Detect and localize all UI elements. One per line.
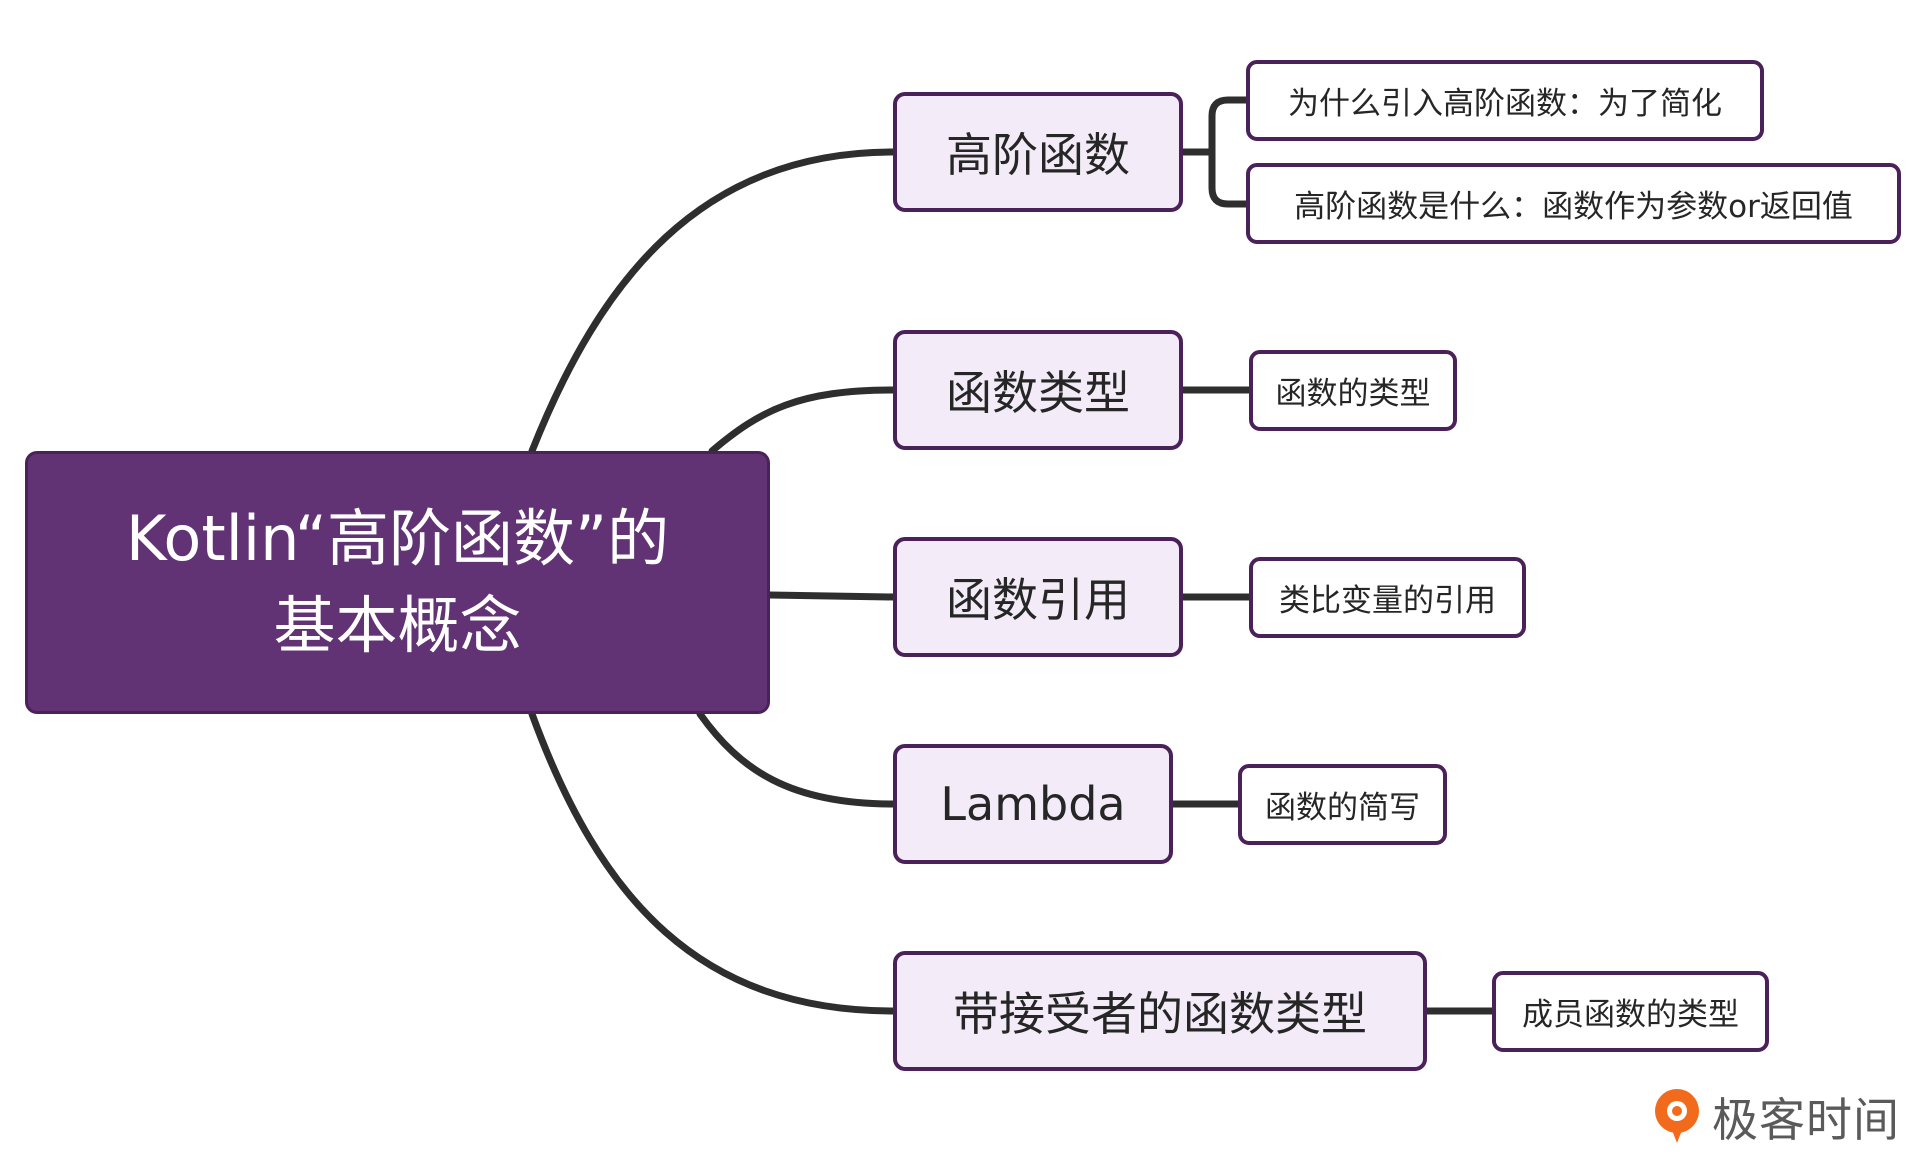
leaf-node-why-high-order: 为什么引入高阶函数：为了简化 <box>1246 60 1764 141</box>
leaf-node-function-shorthand: 函数的简写 <box>1238 764 1447 845</box>
leaf-label: 为什么引入高阶函数：为了简化 <box>1288 86 1722 122</box>
leaf-node-analogy-variable-reference: 类比变量的引用 <box>1249 557 1526 638</box>
root-topic: Kotlin“高阶函数”的 基本概念 <box>25 451 770 714</box>
leaf-label: 高阶函数是什么：函数作为参数or返回值 <box>1294 189 1853 225</box>
connector-branch-1-leaves <box>1179 96 1250 208</box>
branch-label: 函数类型 <box>946 366 1130 420</box>
branch-label: 函数引用 <box>946 573 1130 627</box>
watermark: 极客时间 <box>1650 1085 1900 1149</box>
connector-root-branch-5 <box>528 710 897 1015</box>
leaf-label: 成员函数的类型 <box>1522 997 1739 1033</box>
leaf-node-member-function-type: 成员函数的类型 <box>1492 971 1769 1052</box>
branch-node-lambda: Lambda <box>893 744 1173 864</box>
branch-label: Lambda <box>940 777 1126 831</box>
root-topic-line-2: 基本概念 <box>273 588 522 662</box>
branch-node-function-types: 函数类型 <box>893 330 1183 450</box>
branch-node-high-order-functions: 高阶函数 <box>893 92 1183 212</box>
connector-root-branch-2 <box>708 386 897 455</box>
geekbang-logo-icon <box>1650 1085 1704 1149</box>
connector-root-branch-3 <box>766 591 897 601</box>
leaf-label: 函数的类型 <box>1275 376 1431 412</box>
watermark-text: 极客时间 <box>1712 1093 1900 1147</box>
connector-root-branch-1 <box>528 148 897 455</box>
branch-node-function-references: 函数引用 <box>893 537 1183 657</box>
leaf-node-type-of-function: 函数的类型 <box>1249 350 1457 431</box>
leaf-label: 函数的简写 <box>1265 790 1420 826</box>
branch-node-function-types-with-receiver: 带接受者的函数类型 <box>893 951 1427 1071</box>
leaf-node-what-is-high-order: 高阶函数是什么：函数作为参数or返回值 <box>1246 163 1901 244</box>
root-topic-line-1: Kotlin“高阶函数”的 <box>125 501 670 575</box>
connector-root-branch-4 <box>696 710 897 808</box>
branch-label: 带接受者的函数类型 <box>953 987 1367 1041</box>
leaf-label: 类比变量的引用 <box>1279 583 1496 619</box>
branch-label: 高阶函数 <box>946 128 1130 182</box>
